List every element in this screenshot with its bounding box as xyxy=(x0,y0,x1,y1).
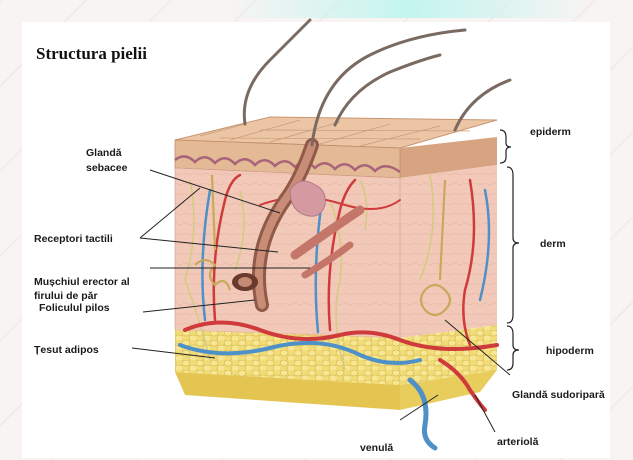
label-glanda-sudoripara: Glandă sudoripară xyxy=(512,389,605,402)
label-muschi-line1: Mușchiul erector al xyxy=(34,276,130,289)
label-arteriola: arteriolă xyxy=(497,436,538,449)
label-glanda-sebacee-line2: sebacee xyxy=(86,162,127,175)
label-derm: derm xyxy=(540,238,566,251)
label-glanda-sebacee-line1: Glandă xyxy=(86,147,122,160)
label-receptori-tactili: Receptori tactili xyxy=(34,233,113,246)
label-hipoderm: hipoderm xyxy=(546,345,594,358)
label-folicul-pilos: Foliculul pilos xyxy=(39,302,110,315)
label-venula: venulă xyxy=(360,442,393,455)
label-tesut-adipos: Țesut adipos xyxy=(34,344,99,357)
diagram-title: Structura pielii xyxy=(36,44,147,64)
label-epiderm: epiderm xyxy=(530,126,571,139)
layer-brackets xyxy=(500,130,519,370)
hypodermis-layer xyxy=(175,330,400,410)
block-right-face xyxy=(400,137,497,410)
